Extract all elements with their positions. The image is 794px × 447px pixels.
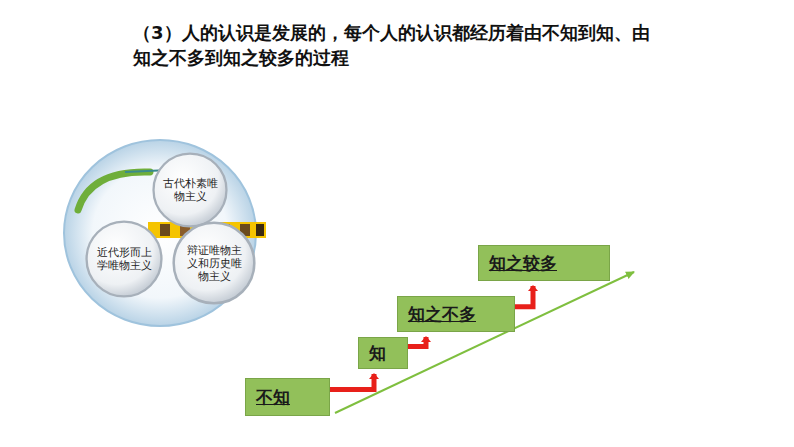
stage-box: 不知 [245,378,330,416]
stage-label: 不知 [256,386,290,409]
stage-label: 知之不多 [408,303,476,326]
concept-circle: 古代朴素唯物主义 [152,152,228,228]
concept-label: 辩证唯物主义和历史唯物主义 [180,244,248,283]
stage-label: 知之较多 [489,252,557,275]
stage-label: 知 [369,342,386,365]
slide-title: （3）人的认识是发展的，每个人的认识都经历着由不知到知、由知之不多到知之较多的过… [133,20,663,70]
stage-box: 知之不多 [397,296,515,332]
cycle-oval [64,140,256,326]
progress-line [335,272,634,413]
concept-label: 近代形而上学唯物主义 [93,246,155,272]
concept-label: 古代朴素唯物主义 [160,177,220,203]
progress-arrow [330,374,374,389]
cycle-arc [78,172,150,210]
stage-box: 知之较多 [478,245,610,281]
concept-circle: 近代形而上学唯物主义 [85,220,163,298]
progress-arrow [515,286,533,307]
progress-arrow [408,337,426,347]
concept-circle: 辩证唯物主义和历史唯物主义 [172,221,256,305]
stage-box: 知 [358,337,408,369]
